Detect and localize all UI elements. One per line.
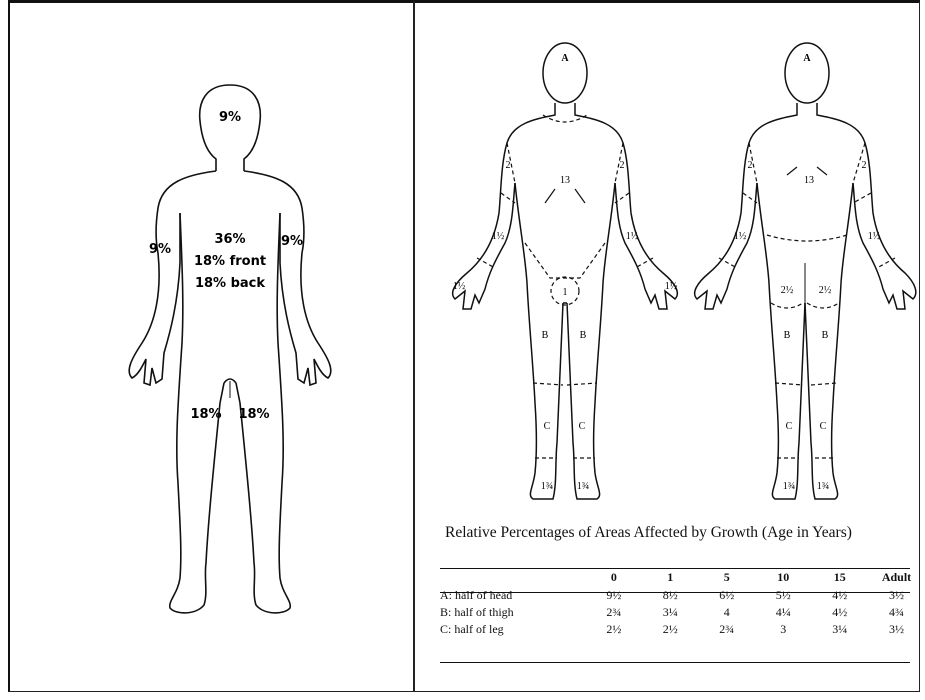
table-header-cell: Adult bbox=[868, 568, 925, 587]
front-chest-value: 13 bbox=[560, 175, 570, 186]
table-bottom-rule bbox=[440, 662, 910, 663]
table-cell: 3½ bbox=[868, 621, 925, 638]
table-header-cell bbox=[440, 568, 586, 587]
front-thigh-right-label: B bbox=[580, 330, 587, 341]
back-buttock-left-value: 2½ bbox=[781, 285, 794, 296]
table-header-cell: 10 bbox=[755, 568, 811, 587]
front-leg-left-label: C bbox=[544, 421, 551, 432]
table-row: A: half of head 9½ 8½ 6½ 5½ 4½ 3½ bbox=[440, 587, 925, 604]
front-foot-left-value: 1¾ bbox=[541, 481, 554, 492]
back-thigh-right-label: B bbox=[822, 330, 829, 341]
back-value: 13 bbox=[804, 175, 814, 186]
row-label: C: half of leg bbox=[440, 621, 586, 638]
table-row: C: half of leg 2½ 2½ 2¾ 3 3¼ 3½ bbox=[440, 621, 925, 638]
row-label: A: half of head bbox=[440, 587, 586, 604]
head-percent: 9% bbox=[219, 110, 241, 125]
front-forearm-right-value: 1½ bbox=[626, 231, 639, 242]
table-cell: 9½ bbox=[586, 587, 642, 604]
back-foot-right-value: 1¾ bbox=[817, 481, 830, 492]
back-leg-left-label: C bbox=[786, 421, 793, 432]
table-cell: 2¾ bbox=[586, 604, 642, 621]
back-leg-right-label: C bbox=[820, 421, 827, 432]
front-thigh-left-label: B bbox=[542, 330, 549, 341]
table-header-cell: 0 bbox=[586, 568, 642, 587]
lund-browder-body-diagrams: A 13 2 2 1½ 1½ 1½ 1½ 1 B B C C 1¾ 1¾ bbox=[415, 3, 921, 523]
row-label: B: half of thigh bbox=[440, 604, 586, 621]
right-leg-percent: 18% bbox=[238, 407, 269, 422]
front-hand-right-value: 1½ bbox=[665, 281, 678, 292]
back-upper-arm-right-value: 2 bbox=[862, 160, 867, 171]
back-buttock-right-value: 2½ bbox=[819, 285, 832, 296]
table-cell: 4½ bbox=[812, 604, 868, 621]
front-upper-arm-right-value: 2 bbox=[620, 160, 625, 171]
table-header-cell: 15 bbox=[812, 568, 868, 587]
trunk-front-percent: 18% front bbox=[194, 254, 266, 269]
table-cell: 2½ bbox=[586, 621, 642, 638]
front-genital-value: 1 bbox=[563, 287, 568, 298]
table-cell: 4¾ bbox=[868, 604, 925, 621]
back-body-figure: A 13 2 2 1½ 1½ 2½ 2½ B B C C 1¾ 1¾ bbox=[695, 43, 916, 499]
head-outline bbox=[200, 85, 230, 171]
front-leg-right-label: C bbox=[579, 421, 586, 432]
left-arm-percent: 9% bbox=[149, 242, 171, 257]
table-cell: 5½ bbox=[755, 587, 811, 604]
back-forearm-right-value: 1½ bbox=[868, 231, 881, 242]
table-cell: 2¾ bbox=[699, 621, 755, 638]
back-head-label: A bbox=[803, 53, 811, 64]
trunk-back-percent: 18% back bbox=[195, 276, 265, 291]
table-cell: 3½ bbox=[868, 587, 925, 604]
front-upper-arm-left-value: 2 bbox=[506, 160, 511, 171]
growth-table-caption: Relative Percentages of Areas Affected b… bbox=[445, 522, 885, 544]
front-head-label: A bbox=[561, 53, 569, 64]
back-foot-left-value: 1¾ bbox=[783, 481, 796, 492]
table-header-cell: 5 bbox=[699, 568, 755, 587]
front-forearm-left-value: 1½ bbox=[492, 231, 505, 242]
table-cell: 3¼ bbox=[642, 604, 698, 621]
rule-of-nines-panel: 9% 36% 18% front 18% back 9% 9% 18% 18% bbox=[8, 0, 414, 692]
table-cell: 6½ bbox=[699, 587, 755, 604]
table-cell: 3¼ bbox=[812, 621, 868, 638]
back-forearm-left-value: 1½ bbox=[734, 231, 747, 242]
right-arm-percent: 9% bbox=[281, 234, 303, 249]
table-header-cell: 1 bbox=[642, 568, 698, 587]
table-header-row: 0 1 5 10 15 Adult bbox=[440, 568, 925, 587]
growth-percentage-table: 0 1 5 10 15 Adult A: half of head 9½ 8½ … bbox=[440, 568, 925, 638]
table-row: B: half of thigh 2¾ 3¼ 4 4¼ 4½ 4¾ bbox=[440, 604, 925, 621]
table-cell: 4 bbox=[699, 604, 755, 621]
table-cell: 2½ bbox=[642, 621, 698, 638]
trunk-total-percent: 36% bbox=[214, 232, 245, 247]
back-upper-arm-left-value: 2 bbox=[748, 160, 753, 171]
rule-of-nines-body-diagram: 9% 36% 18% front 18% back 9% 9% 18% 18% bbox=[10, 3, 416, 695]
table-cell: 4¼ bbox=[755, 604, 811, 621]
table-cell: 4½ bbox=[812, 587, 868, 604]
left-leg-percent: 18% bbox=[190, 407, 221, 422]
front-body-figure: A 13 2 2 1½ 1½ 1½ 1½ 1 B B C C 1¾ 1¾ bbox=[453, 43, 678, 499]
table-cell: 3 bbox=[755, 621, 811, 638]
front-hand-left-value: 1½ bbox=[453, 281, 466, 292]
back-thigh-left-label: B bbox=[784, 330, 791, 341]
front-foot-right-value: 1¾ bbox=[577, 481, 590, 492]
table-cell: 8½ bbox=[642, 587, 698, 604]
